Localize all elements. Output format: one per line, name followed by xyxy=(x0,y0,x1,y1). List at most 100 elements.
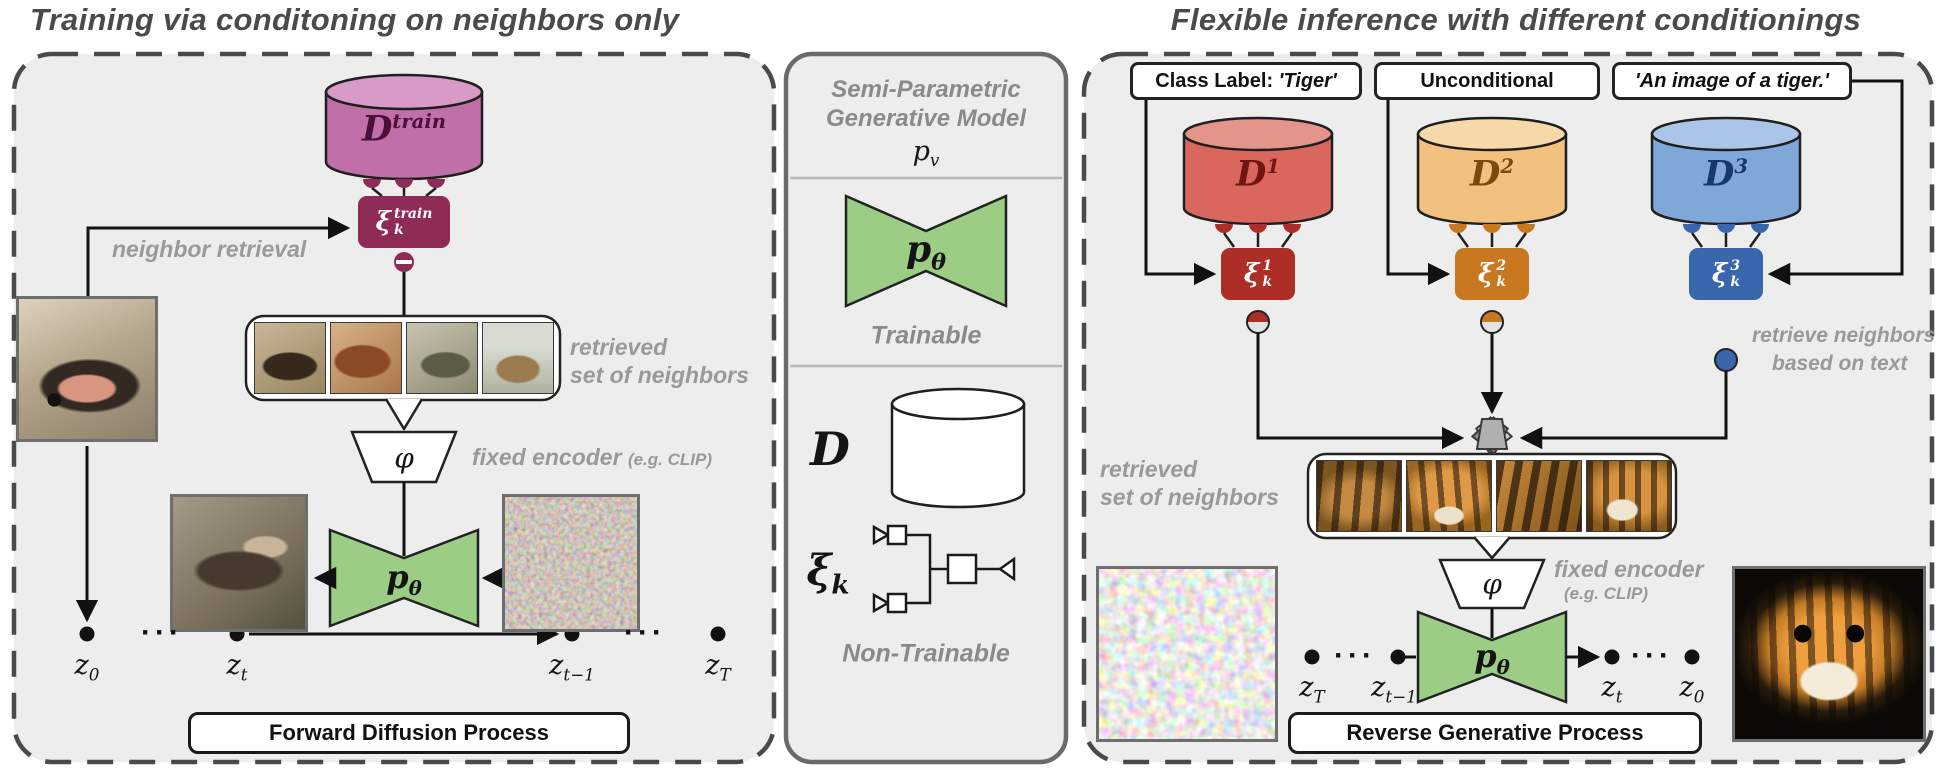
condition-box-text-prompt: 'An image of a tiger.' xyxy=(1612,62,1852,100)
legend-title-2: Generative Model xyxy=(825,105,1027,132)
ztm1-label: zt−1 xyxy=(549,650,595,684)
math-base: ξ xyxy=(806,545,832,595)
math-base: D xyxy=(1236,153,1267,195)
math-sub: θ xyxy=(931,249,947,276)
tiger-neighbor-image-4 xyxy=(1586,460,1672,532)
math-base: ξ xyxy=(1711,259,1728,289)
denoiser-bowtie-right xyxy=(1416,610,1568,704)
retrieved-neighbors-label-right-2: set of neighbors xyxy=(1100,484,1279,510)
right-title: Flexible inference with different condit… xyxy=(1170,2,1862,37)
z0-label: z0 xyxy=(75,650,100,684)
denoiser-label-left: pθ xyxy=(386,558,422,600)
merge-icon xyxy=(1470,416,1514,456)
fixed-encoder-label-right: fixed encoder xyxy=(1554,556,1704,582)
ellipsis-left-2: ··· xyxy=(624,616,666,649)
database-cylinder-2 xyxy=(1416,116,1568,248)
math-sub: 0 xyxy=(88,664,100,685)
forward-process-box: Forward Diffusion Process xyxy=(188,712,630,754)
timeline-dot-zT xyxy=(710,626,726,642)
merge-wire-1 xyxy=(1256,333,1465,450)
math-sub: t xyxy=(1615,686,1623,707)
encoder-phi-label-left: φ xyxy=(394,441,414,475)
zt-label-right: zt xyxy=(1602,672,1623,706)
retrieval-node-1 xyxy=(1246,310,1270,334)
math-sub: θ xyxy=(1496,655,1510,680)
query-image xyxy=(16,296,158,442)
timeline-dot-zT-r xyxy=(1304,649,1320,665)
neighbor-retrieval-label: neighbor retrieval xyxy=(112,236,307,262)
math-base: z xyxy=(549,650,564,681)
math-sup: 2 xyxy=(1500,154,1514,178)
nontrainable-label: Non-Trainable xyxy=(842,639,1010,668)
condition-box-class-label: Class Label: 'Tiger' xyxy=(1130,62,1362,100)
fixed-encoder-note-right: (e.g. CLIP) xyxy=(1564,584,1649,603)
z0-label-right: z0 xyxy=(1680,672,1705,706)
denoised-image xyxy=(170,494,308,632)
noisy-latent-image xyxy=(502,494,640,632)
neighbor-image-1 xyxy=(254,322,326,394)
knn-tree-icon xyxy=(872,524,1016,614)
ztm1-label-right: zt−1 xyxy=(1371,672,1417,706)
reverse-process-box: Reverse Generative Process xyxy=(1288,712,1702,754)
merge-wire-3 xyxy=(1519,371,1728,450)
encoder-trapezoid-right xyxy=(1438,558,1546,638)
retrieve-neighbors-label-2: based on text xyxy=(1772,352,1908,375)
legend-title-1: Semi-Parametric xyxy=(831,76,1021,103)
math-base: z xyxy=(1679,672,1694,703)
legend-bowtie xyxy=(844,194,1008,308)
train-db-label: Dtrain xyxy=(362,109,446,150)
left-title: Training via conditoning on neighbors on… xyxy=(30,2,680,37)
encoder-note: (e.g. CLIP) xyxy=(627,450,712,469)
trainable-label: Trainable xyxy=(870,321,982,350)
math-sup: train xyxy=(392,109,447,133)
condition-prefix: Class Label: xyxy=(1155,69,1279,92)
math-base: ξ xyxy=(1477,259,1494,289)
tiger-neighbor-image-3 xyxy=(1496,460,1582,532)
math-sub: v xyxy=(929,150,940,171)
reverse-process-label: Reverse Generative Process xyxy=(1346,720,1644,745)
math-base: z xyxy=(1371,672,1386,703)
noise-texture xyxy=(1099,569,1275,739)
math-sub: T xyxy=(1313,686,1325,707)
math-base: z xyxy=(226,650,241,681)
math-sub: t−1 xyxy=(1385,686,1417,707)
math-sub: t xyxy=(240,664,248,685)
zT-label-right: zT xyxy=(1299,672,1324,706)
condition-wire-2 xyxy=(1386,100,1451,286)
math-base: D xyxy=(1470,153,1501,195)
math-sub: k xyxy=(1496,274,1507,290)
denoiser-bowtie-left xyxy=(313,528,505,628)
ellipsis-right-2: ··· xyxy=(1631,639,1673,672)
zt-label: zt xyxy=(227,650,248,684)
db1-label: D1 xyxy=(1236,154,1280,195)
result-tiger-image xyxy=(1732,566,1926,742)
condition-wire-1 xyxy=(1144,100,1217,286)
math-sub: k xyxy=(1262,274,1273,290)
math-sup: 3 xyxy=(1734,154,1748,178)
denoiser-label-right: pθ xyxy=(1474,637,1510,679)
neighbor-image-2 xyxy=(330,322,402,394)
retrieval-node-3 xyxy=(1714,348,1738,372)
legend-database-symbol: D xyxy=(810,422,850,476)
math-sub: T xyxy=(719,664,731,685)
neighbor-image-4 xyxy=(482,322,554,394)
math-base: p xyxy=(905,228,932,271)
zT-label: zT xyxy=(705,650,730,684)
math-base: D xyxy=(361,108,393,150)
math-base: z xyxy=(705,650,720,681)
timeline-dot-z0-r xyxy=(1684,649,1700,665)
math-base: p xyxy=(1474,636,1497,675)
math-sub: k xyxy=(1730,274,1741,290)
retrieve-neighbors-label-1: retrieve neighbors xyxy=(1752,324,1936,347)
forward-process-label: Forward Diffusion Process xyxy=(269,720,549,745)
math-sub: 0 xyxy=(1693,686,1705,707)
retrieved-neighbors-label-left-1: retrieved xyxy=(570,334,668,360)
math-sup: 1 xyxy=(1262,257,1273,274)
